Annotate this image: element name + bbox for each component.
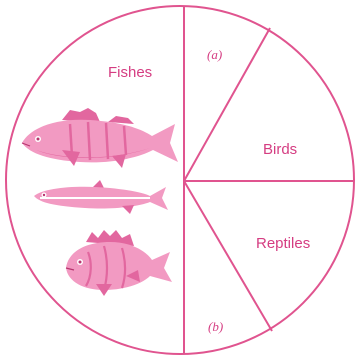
spiny-fish-icon: [66, 230, 172, 296]
sector-b-label: (b): [208, 319, 223, 334]
diagonal-divider-lower: [184, 181, 272, 331]
birds-label: Birds: [263, 141, 297, 158]
reptiles-label: Reptiles: [256, 235, 310, 252]
diagonal-divider-upper: [184, 28, 270, 181]
fishes-label: Fishes: [108, 64, 152, 81]
sector-a-label: (a): [207, 47, 222, 62]
perch-fish-icon: [22, 108, 178, 168]
slender-fish-icon: [34, 180, 168, 214]
